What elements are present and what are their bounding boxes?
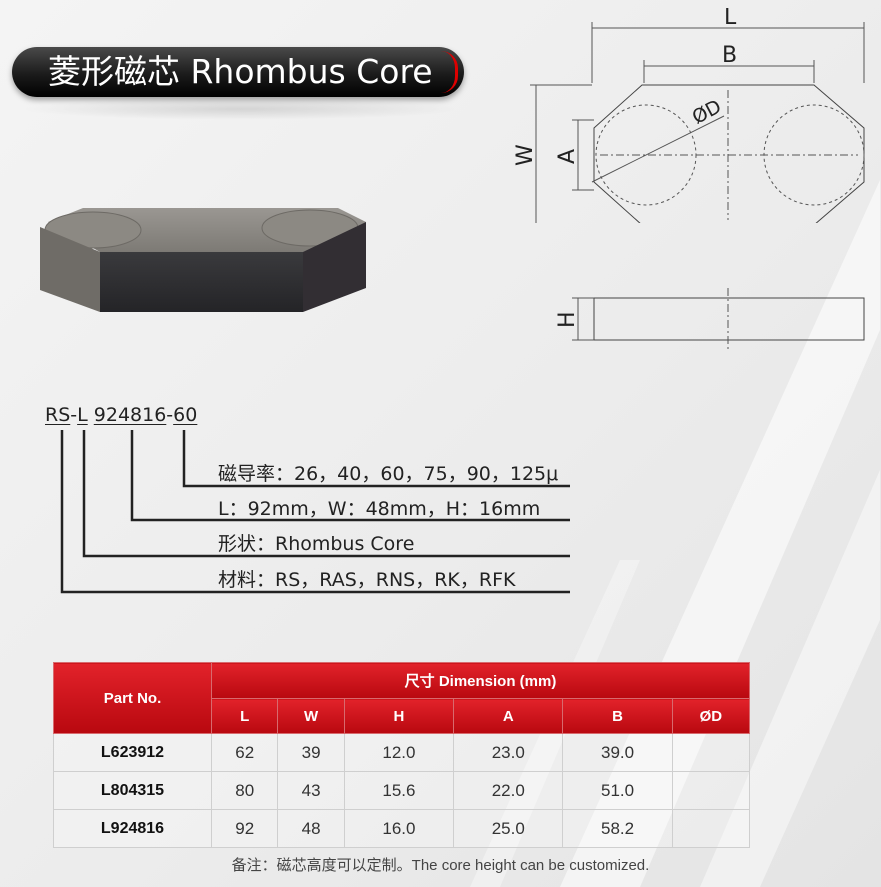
- dim-label-D: ØD: [689, 95, 725, 128]
- dim-label-H: H: [555, 311, 580, 328]
- code-size: 924816: [93, 404, 167, 426]
- part-no-header: Part No.: [53, 662, 212, 734]
- code-prefix: RS: [45, 404, 71, 426]
- table-row: L623912 62 39 12.0 23.0 39.0: [53, 733, 751, 772]
- cell-D: [671, 771, 751, 810]
- side-view-drawing: H: [555, 288, 865, 352]
- cell-A: 22.0: [453, 771, 564, 810]
- col-header: W: [277, 698, 345, 734]
- dim-label-A: A: [555, 149, 580, 164]
- dimension-table: Part No. 尺寸 Dimension (mm) L W H A B ØD …: [53, 662, 751, 848]
- page-title: 菱形磁芯 Rhombus Core: [48, 52, 433, 91]
- table-row: L804315 80 43 15.6 22.0 51.0: [53, 771, 751, 810]
- part-number: L804315: [53, 771, 212, 810]
- col-header: ØD: [671, 698, 751, 734]
- cell-W: 39: [277, 733, 345, 772]
- table-row: L924816 92 48 16.0 25.0 58.2: [53, 809, 751, 848]
- cell-B: 51.0: [562, 771, 673, 810]
- dim-label-L: L: [724, 8, 737, 30]
- code-perm: 60: [173, 404, 198, 426]
- col-header: H: [343, 698, 455, 734]
- col-header: A: [453, 698, 564, 734]
- top-view-drawing: L B ØD W A: [513, 8, 865, 223]
- dim-label-W: W: [513, 144, 538, 166]
- cell-L: 92: [210, 809, 279, 848]
- dimension-header: 尺寸 Dimension (mm): [211, 662, 750, 699]
- title-shadow: [20, 98, 460, 120]
- code-shape: L: [77, 404, 88, 426]
- code-sep-2: -: [166, 404, 174, 426]
- desc-dimensions: L：92mm，W：48mm，H：16mm: [218, 498, 541, 520]
- cell-L: 62: [210, 733, 279, 772]
- column-header-row: L W H A B ØD: [54, 698, 751, 734]
- desc-shape: 形状：Rhombus Core: [218, 533, 415, 555]
- cell-H: 16.0: [343, 809, 455, 848]
- code-sep-1: -: [70, 404, 78, 426]
- cell-B: 39.0: [562, 733, 673, 772]
- part-code: RS-L 924816-60: [45, 404, 197, 426]
- cell-H: 15.6: [343, 771, 455, 810]
- footnote: 备注：磁芯高度可以定制。The core height can be custo…: [231, 857, 650, 874]
- cell-A: 25.0: [453, 809, 564, 848]
- cell-H: 12.0: [343, 733, 455, 772]
- cell-A: 23.0: [453, 733, 564, 772]
- core-illustration: [40, 208, 366, 312]
- cell-W: 48: [277, 809, 345, 848]
- cell-D: [671, 809, 751, 848]
- part-number: L623912: [53, 733, 212, 772]
- cell-L: 80: [210, 771, 279, 810]
- desc-permeability: 磁导率：26，40，60，75，90，125μ: [218, 463, 559, 485]
- dim-label-B: B: [722, 43, 737, 68]
- cell-B: 58.2: [562, 809, 673, 848]
- desc-material: 材料：RS，RAS，RNS，RK，RFK: [218, 569, 516, 591]
- col-header: L: [210, 698, 279, 734]
- col-header: B: [562, 698, 673, 734]
- cell-D: [671, 733, 751, 772]
- code-leader-lines: [60, 430, 570, 594]
- part-number: L924816: [53, 809, 212, 848]
- title-banner: 菱形磁芯 Rhombus Core: [12, 47, 464, 97]
- cell-W: 43: [277, 771, 345, 810]
